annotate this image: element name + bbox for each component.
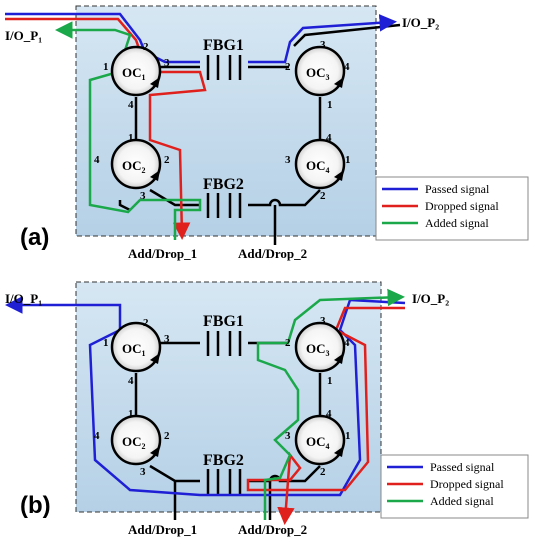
svg-text:Added signal: Added signal [425, 216, 489, 230]
svg-text:4: 4 [344, 61, 350, 73]
io-p1-label-b: I/O_P₁ [5, 291, 42, 306]
added-signal-path-b [256, 288, 405, 520]
svg-text:1: 1 [128, 408, 134, 420]
svg-text:1: 1 [128, 132, 134, 144]
svg-text:4: 4 [326, 132, 332, 144]
port-numbers-b: 1 2 3 4 1 2 3 4 1 2 3 4 1 2 3 4 [94, 315, 351, 478]
svg-text:3: 3 [164, 333, 170, 345]
svg-text:1: 1 [327, 375, 333, 387]
svg-text:3: 3 [320, 39, 326, 51]
svg-text:1: 1 [345, 154, 351, 166]
io-p2-label-a: I/O_P₂ [402, 15, 439, 30]
svg-text:3: 3 [140, 466, 146, 478]
circulator-oc3-a: OC3 [294, 45, 346, 97]
circulator-oc1-a: OC1 [110, 45, 162, 97]
svg-text:2: 2 [285, 61, 291, 73]
svg-text:1: 1 [103, 337, 109, 349]
oc1-label-a: OC1 [122, 65, 146, 82]
dropped-signal-path-a [5, 17, 207, 240]
fbg1-grating-a [206, 55, 242, 80]
svg-text:3: 3 [285, 430, 291, 442]
svg-text:2: 2 [320, 190, 326, 202]
panel-b-box [75, 281, 382, 513]
svg-text:4: 4 [128, 375, 134, 387]
svg-text:Passed signal: Passed signal [425, 182, 490, 196]
svg-text:2: 2 [164, 154, 170, 166]
fbg1-label-a: FBG1 [203, 37, 244, 54]
add-drop-1-label-a: Add/Drop_1 [128, 246, 197, 261]
passed-signal-path-a [5, 12, 397, 64]
oc2-label-a: OC2 [122, 158, 146, 175]
svg-text:3: 3 [320, 315, 326, 327]
circulator-oc4-a: OC4 [294, 138, 346, 190]
svg-text:1: 1 [327, 99, 333, 111]
panel-a-wiring [118, 23, 401, 245]
svg-text:3: 3 [164, 57, 170, 69]
fbg2-label-a: FBG2 [203, 176, 244, 193]
io-p2-label-b: I/O_P₂ [412, 291, 449, 306]
svg-text:Passed signal: Passed signal [430, 460, 495, 474]
legend-a: Passed signal Dropped signal Added signa… [375, 176, 529, 241]
io-p1-label-a: I/O_P₁ [5, 28, 42, 43]
circulator-oc2-a: OC2 [110, 138, 162, 190]
fbg2-grating-a [206, 193, 242, 218]
svg-text:3: 3 [285, 154, 291, 166]
oc4-label-b: OC4 [306, 434, 330, 451]
circulator-oc4-b: OC4 [294, 414, 346, 466]
oc2-label-b: OC2 [122, 434, 146, 451]
svg-text:4: 4 [128, 99, 134, 111]
circulator-oc1-b: OC1 [110, 321, 162, 373]
add-drop-1-label-b: Add/Drop_1 [128, 522, 197, 537]
panel-label-b: (b) [20, 492, 51, 519]
svg-text:3: 3 [140, 190, 146, 202]
circulator-oc2-b: OC2 [110, 414, 162, 466]
fbg2-grating-b [206, 469, 242, 494]
oc3-label-a: OC3 [306, 65, 330, 82]
svg-text:2: 2 [143, 41, 149, 53]
svg-text:4: 4 [326, 408, 332, 420]
port-numbers-a: 1 2 3 4 1 2 3 4 1 2 3 4 1 2 3 4 [94, 39, 351, 202]
legend-b: Passed signal Dropped signal Added signa… [380, 454, 529, 519]
svg-text:Added signal: Added signal [430, 494, 494, 508]
svg-text:2: 2 [285, 337, 291, 349]
dropped-signal-path-b [246, 306, 405, 525]
fbg1-label-b: FBG1 [203, 313, 244, 330]
svg-text:2: 2 [164, 430, 170, 442]
oc1-label-b: OC1 [122, 341, 146, 358]
svg-text:1: 1 [345, 430, 351, 442]
fbg2-label-b: FBG2 [203, 452, 244, 469]
svg-text:2: 2 [320, 466, 326, 478]
svg-text:4: 4 [94, 430, 100, 442]
svg-text:Dropped signal: Dropped signal [425, 199, 499, 213]
add-drop-2-label-a: Add/Drop_2 [238, 246, 307, 261]
svg-text:Dropped signal: Dropped signal [430, 477, 504, 491]
panel-a: OC1 OC2 OC3 OC4 1 2 3 4 1 2 3 4 1 [5, 5, 529, 261]
fbg1-grating-b [206, 331, 242, 356]
added-signal-path-a [55, 21, 202, 240]
svg-text:4: 4 [94, 154, 100, 166]
oc3-label-b: OC3 [306, 341, 330, 358]
panel-b: OC1 OC2 OC3 OC4 1 2 3 4 1 2 3 4 1 2 [5, 281, 529, 537]
panel-label-a: (a) [20, 224, 49, 251]
circulator-oc3-b: OC3 [294, 321, 346, 373]
svg-text:1: 1 [103, 61, 109, 73]
svg-text:4: 4 [344, 337, 350, 349]
oc4-label-a: OC4 [306, 158, 330, 175]
add-drop-2-label-b: Add/Drop_2 [238, 522, 307, 537]
svg-text:2: 2 [143, 317, 149, 329]
